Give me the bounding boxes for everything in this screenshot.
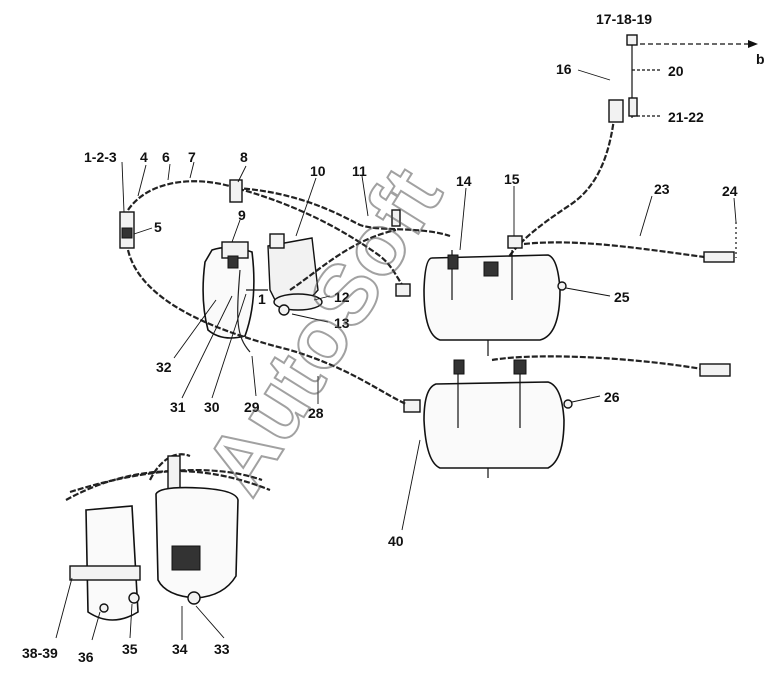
label-32: 32	[156, 359, 172, 375]
bottom-left-assembly	[65, 453, 271, 621]
label-26: 26	[604, 389, 620, 405]
label-34: 34	[172, 641, 188, 657]
label-36: 36	[78, 649, 94, 665]
label-20: 20	[668, 63, 684, 79]
pipe-29	[237, 269, 251, 353]
label-14: 14	[456, 173, 472, 189]
pipe-12	[289, 228, 397, 291]
label-40: 40	[388, 533, 404, 549]
label-b: b	[756, 51, 765, 67]
label-13: 13	[334, 315, 350, 331]
label-11: 11	[352, 163, 367, 179]
label-5: 5	[154, 219, 162, 235]
left-equipment-group	[202, 233, 323, 339]
label-30: 30	[204, 399, 220, 415]
label-12: 12	[334, 289, 350, 305]
label-16: 16	[556, 61, 572, 77]
label-1-2-3: 1-2-3	[84, 149, 117, 165]
fitting-lower-right	[699, 363, 731, 377]
label-17-18-19: 17-18-19	[596, 11, 652, 27]
fitting-upper-tank-left	[395, 283, 411, 297]
leader-lines	[55, 69, 737, 641]
pipe-7-11	[127, 180, 409, 293]
label-25: 25	[614, 289, 630, 305]
fitting-24	[703, 251, 735, 263]
label-28: 28	[308, 405, 324, 421]
upper-air-tank	[423, 235, 567, 356]
upper-bracket	[626, 34, 758, 118]
label-33: 33	[214, 641, 230, 657]
label-38-39: 38-39	[22, 645, 58, 661]
label-31: 31	[170, 399, 186, 415]
label-35: 35	[122, 641, 138, 657]
fitting-11	[391, 209, 401, 227]
fitting-5	[121, 227, 133, 239]
pipe-23	[523, 241, 713, 260]
label-6: 6	[162, 149, 170, 165]
lower-air-tank	[403, 359, 573, 478]
pipe-lower-right	[491, 355, 709, 372]
label-29: 29	[244, 399, 260, 415]
label-7: 7	[188, 149, 196, 165]
label-21-22: 21-22	[668, 109, 704, 125]
label-small-1: 1	[258, 291, 266, 307]
label-24: 24	[722, 183, 738, 199]
label-8: 8	[240, 149, 248, 165]
pipe-28	[126, 249, 407, 405]
label-15: 15	[504, 171, 520, 187]
pipe-16-fitting	[608, 99, 624, 123]
label-23: 23	[654, 181, 670, 197]
label-10: 10	[310, 163, 326, 179]
label-4: 4	[140, 149, 148, 165]
pipe-11-upper	[235, 186, 451, 238]
label-9: 9	[238, 207, 246, 223]
fitting-8	[229, 179, 243, 203]
